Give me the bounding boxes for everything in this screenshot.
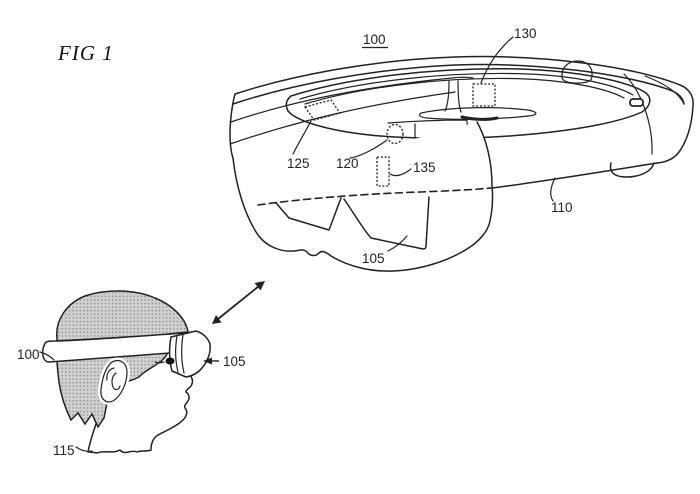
display-sliver xyxy=(418,107,537,120)
callout-120-label: 120 xyxy=(336,156,359,171)
leader-125 xyxy=(292,120,312,155)
arrowhead-lower xyxy=(212,315,222,324)
leader-130 xyxy=(480,36,514,84)
right-lens-cutout xyxy=(343,196,430,250)
callout-105-head-label: 105 xyxy=(223,354,246,369)
display-sliver-shadow xyxy=(460,115,499,121)
strap-end-tab xyxy=(561,60,593,84)
top-sensor-marker xyxy=(472,83,496,107)
hair-top xyxy=(56,290,189,342)
double-arrow xyxy=(212,281,265,324)
callout-130-label: 130 xyxy=(514,26,537,41)
center-strut xyxy=(444,80,462,113)
visor-fill xyxy=(233,122,493,272)
left-lens-cutout xyxy=(275,197,342,231)
callout-100-label: 100 xyxy=(363,32,386,47)
hidden-edge-dashed xyxy=(257,187,492,206)
ear-inner-lines xyxy=(106,367,121,391)
band-foot-bump xyxy=(609,162,655,178)
leader-135 xyxy=(389,168,412,177)
front-camera-marker xyxy=(386,123,404,145)
callout-115-label: 115 xyxy=(53,443,75,458)
inner-band-arc-1 xyxy=(299,72,634,100)
callout-125-label: 125 xyxy=(287,156,310,171)
callouts: FIG 1 100 130 125 120 135 110 105 100 10… xyxy=(17,26,573,458)
arrowhead-upper xyxy=(254,281,265,291)
eye xyxy=(165,357,175,365)
headband-inner-opening xyxy=(285,68,651,139)
headband-outer-edge xyxy=(234,55,694,164)
visor-outline xyxy=(232,121,494,272)
leader-105-head-arrow xyxy=(203,357,219,365)
headband-face-crease xyxy=(229,91,456,145)
headband-rim-lower-edge xyxy=(232,63,685,105)
figure-title: FIG 1 xyxy=(57,41,114,65)
ear xyxy=(97,357,131,405)
leader-105-visor xyxy=(387,235,408,252)
callout-135-label: 135 xyxy=(413,160,436,175)
headset-drawing xyxy=(229,55,694,272)
head-visor-lens-lines xyxy=(175,334,185,374)
head-drawing xyxy=(41,290,211,454)
leader-120 xyxy=(349,139,388,159)
eyelash-line xyxy=(154,361,165,364)
headband-left-end xyxy=(229,93,236,159)
band-bottom-edge xyxy=(491,162,658,189)
leader-lines xyxy=(39,36,556,452)
leader-115 xyxy=(75,446,93,452)
leader-110 xyxy=(550,177,556,202)
mid-sensor-marker xyxy=(376,156,390,187)
leader-100-head xyxy=(39,351,55,361)
inner-band-arc-2 xyxy=(304,77,625,105)
front-left-sensor-marker xyxy=(303,99,342,121)
headband-chamfer-crease xyxy=(230,76,474,123)
adjustment-button xyxy=(629,98,644,107)
callout-105-visor-label: 105 xyxy=(362,251,385,266)
arrowhead-105-head xyxy=(203,357,212,365)
callout-100-head-label: 100 xyxy=(17,347,40,362)
callout-110-label: 110 xyxy=(551,200,573,215)
